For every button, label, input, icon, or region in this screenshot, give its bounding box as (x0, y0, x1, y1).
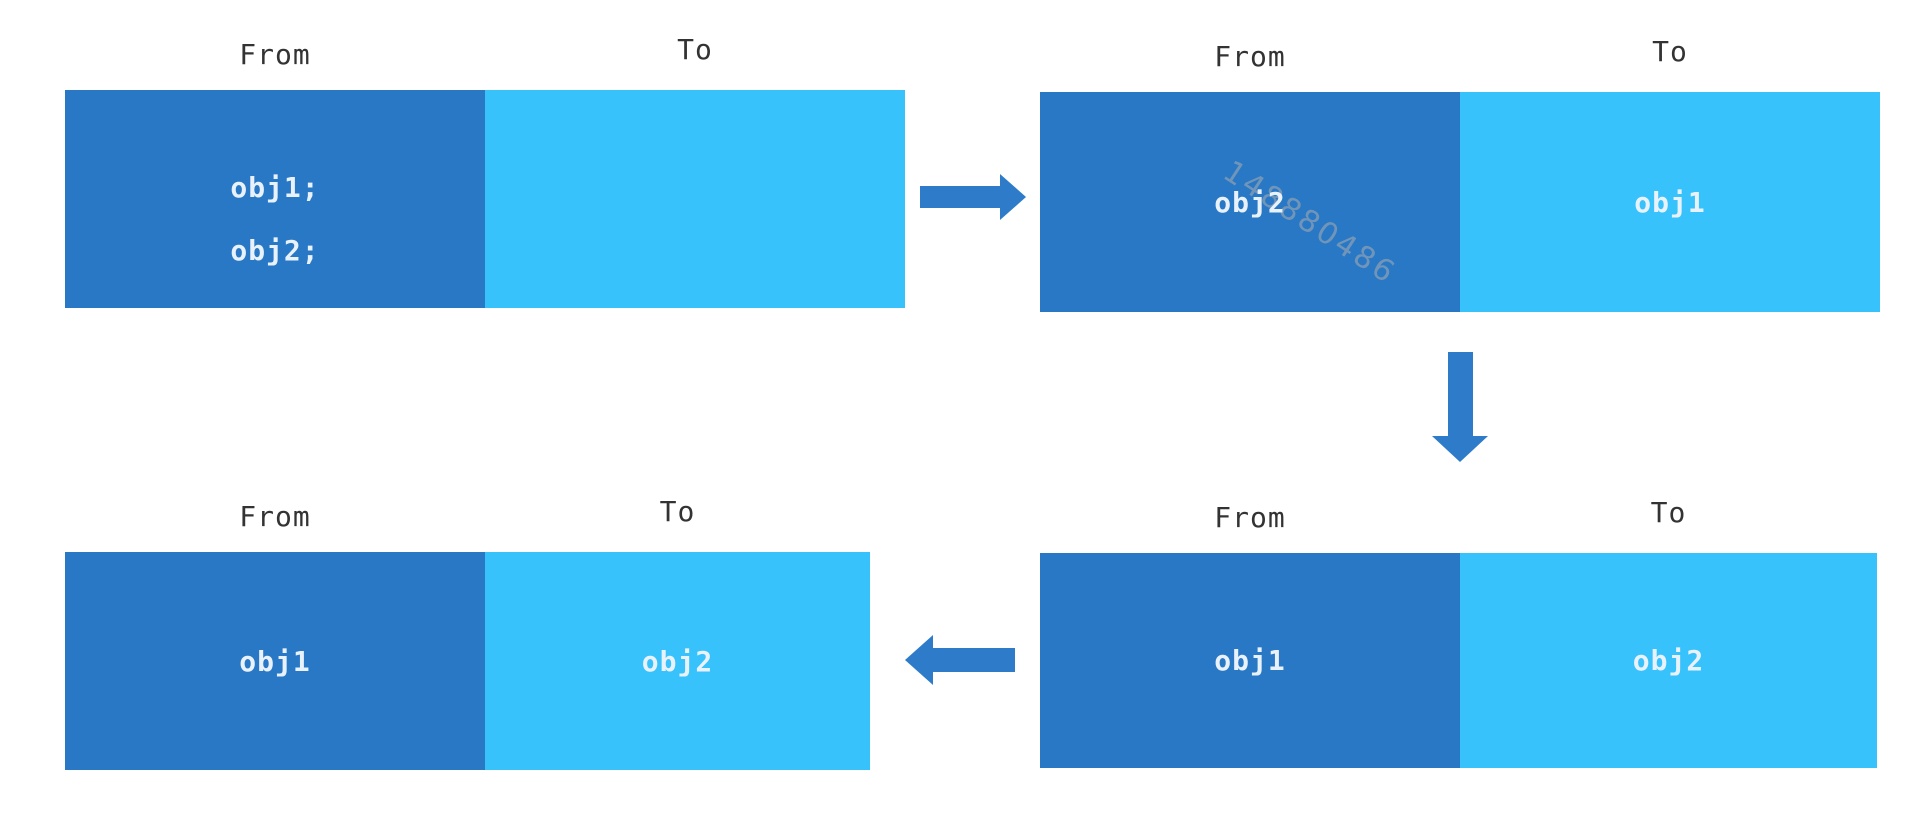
arrow-left-icon (905, 635, 1015, 685)
from-space-box: obj1 (1040, 553, 1460, 768)
from-space-box: obj1 (65, 552, 485, 770)
panel-top-right: From To 148880486 obj2 obj1 (1040, 32, 1880, 312)
to-label-cell: To (1460, 35, 1880, 73)
from-space-box: obj1; obj2; (65, 90, 485, 308)
to-space-box: obj2 (485, 552, 870, 770)
from-label: From (239, 499, 311, 533)
object-text: obj1; (230, 171, 320, 204)
to-space-box (485, 90, 905, 308)
from-space-box: 148880486 obj2 (1040, 92, 1460, 312)
panel-top-left: From To obj1; obj2; (65, 30, 905, 308)
from-label-cell: From (65, 500, 485, 533)
object-text: obj2 (1632, 644, 1705, 677)
from-label: From (239, 37, 311, 71)
semispace-boxes: obj1 obj2 (1040, 553, 1877, 768)
object-text: obj2 (1214, 185, 1286, 219)
space-labels: From To (65, 30, 905, 78)
object-text: obj1 (1634, 185, 1706, 219)
space-labels: From To (1040, 493, 1877, 541)
object-list: obj1 (1460, 92, 1880, 312)
to-label: To (1650, 495, 1687, 529)
from-label-cell: From (1040, 501, 1460, 534)
object-list: obj1 (65, 552, 485, 770)
to-label-cell: To (485, 495, 870, 533)
object-text: obj2 (641, 644, 714, 678)
object-list: obj2 (1040, 92, 1460, 312)
space-labels: From To (65, 492, 870, 540)
arrow-shaft (920, 186, 1002, 208)
object-list: obj2 (485, 552, 870, 770)
arrow-head (905, 635, 933, 685)
arrow-right-icon (920, 174, 1026, 220)
arrow-head (1000, 174, 1026, 220)
object-list: obj2 (1460, 553, 1877, 768)
object-list: obj1 (1040, 553, 1460, 768)
to-label: To (677, 32, 713, 66)
to-label: To (1652, 34, 1688, 68)
from-label-cell: From (65, 38, 485, 71)
arrow-shaft (1448, 352, 1473, 438)
object-list: obj1; obj2; (65, 90, 485, 308)
arrow-shaft (931, 648, 1015, 672)
object-text: obj1 (1214, 644, 1286, 677)
panel-bottom-right: From To obj1 obj2 (1040, 493, 1877, 768)
semispace-boxes: obj1; obj2; (65, 90, 905, 308)
from-label: From (1214, 39, 1286, 73)
from-label-cell: From (1040, 40, 1460, 73)
to-label-cell: To (485, 33, 905, 71)
to-label: To (659, 494, 696, 528)
arrow-head (1432, 436, 1488, 462)
semispace-boxes: 148880486 obj2 obj1 (1040, 92, 1880, 312)
from-label: From (1214, 500, 1286, 534)
to-space-box: obj2 (1460, 553, 1877, 768)
panel-bottom-left: From To obj1 obj2 (65, 492, 870, 770)
to-label-cell: To (1460, 496, 1877, 534)
to-space-box: obj1 (1460, 92, 1880, 312)
object-text: obj1 (239, 644, 311, 678)
object-text: obj2; (230, 234, 320, 267)
space-labels: From To (1040, 32, 1880, 80)
semispace-boxes: obj1 obj2 (65, 552, 870, 770)
arrow-down-icon (1432, 352, 1488, 462)
